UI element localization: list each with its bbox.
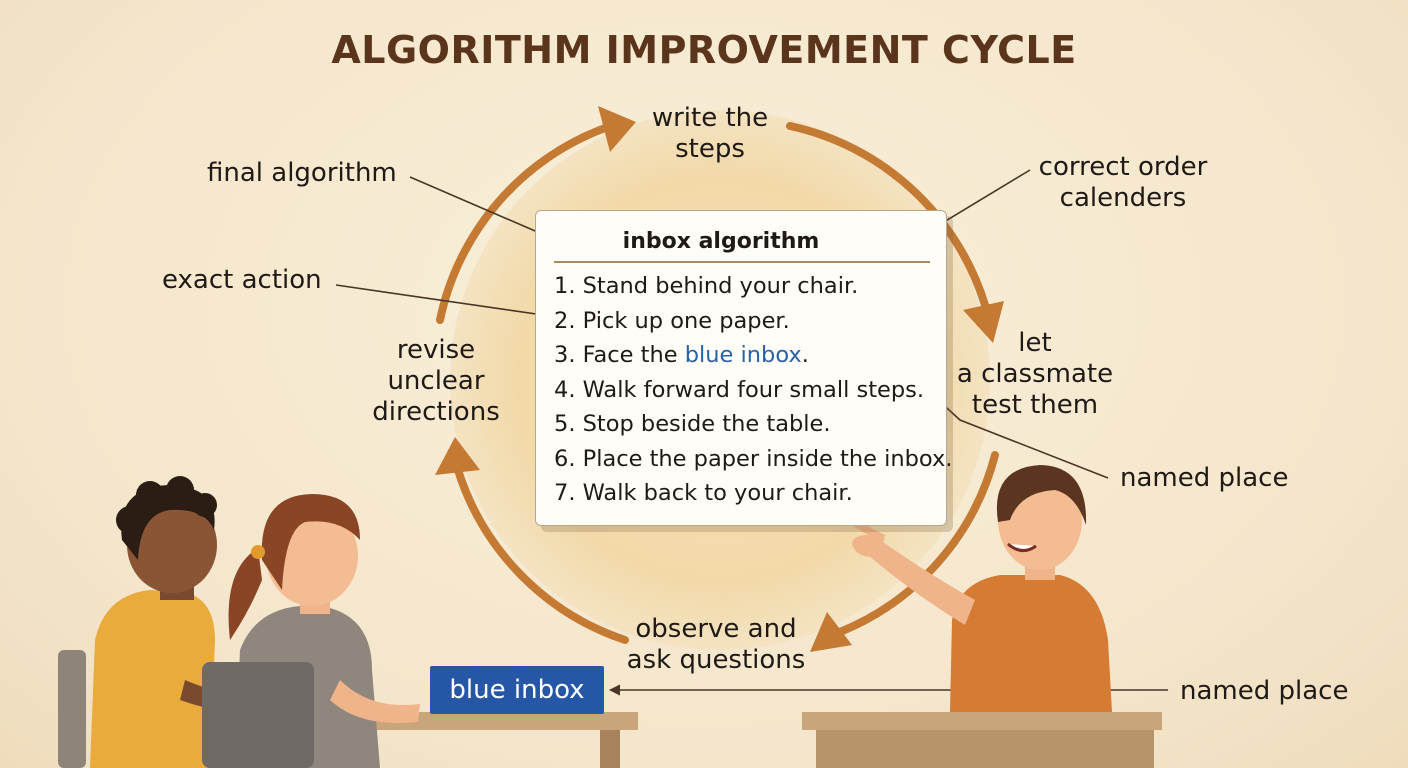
cycle-label-write-steps: write the steps [640, 103, 780, 165]
chair-back [202, 662, 314, 768]
teacher [841, 465, 1112, 712]
cycle-arc-bottom-right [836, 451, 999, 636]
chair-back [58, 650, 86, 768]
callout-exact-action: exact action [162, 265, 322, 295]
right-table [802, 712, 1162, 768]
body [950, 575, 1112, 712]
list-item: 1. Stand behind your chair. [554, 269, 952, 304]
list-item: 2. Pick up one paper. [554, 304, 952, 339]
cycle-label-revise: revise unclear directions [366, 335, 506, 428]
step-text: 3. Face the [554, 342, 685, 368]
callout-final-algorithm: final algorithm [207, 158, 397, 188]
step-text: 6. Place the paper inside the inbox. [554, 445, 953, 472]
step-highlight: blue inbox [684, 342, 802, 368]
card-divider [554, 261, 930, 263]
cycle-arc-top-right [786, 122, 989, 309]
list-item: 6. Place the paper inside the inbox. [554, 442, 952, 477]
hair [261, 494, 360, 590]
step-list: 1. Stand behind your chair. 2. Pick up o… [554, 269, 952, 511]
label-line: let a classmate test them [956, 328, 1114, 420]
page-title: ALGORITHM IMPROVEMENT CYCLE [331, 28, 1077, 72]
curved-arrow-icon [435, 437, 480, 475]
cycle-arrowheads [435, 106, 1004, 652]
step-text: 7. Walk back to your chair. [554, 480, 853, 506]
label-line: write the steps [651, 103, 769, 164]
step-suffix: . [801, 342, 809, 368]
step-text: 2. Pick up one paper. [554, 307, 790, 334]
cycle-arrows [436, 122, 999, 644]
list-item: 5. Stop beside the table. [554, 407, 952, 442]
arm [330, 680, 420, 724]
ponytail [228, 548, 262, 640]
cycle-arc-top-left [436, 124, 609, 324]
cycle-label-test: let a classmate test them [950, 328, 1120, 421]
list-item: 4. Walk forward four small steps. [554, 373, 952, 408]
callout-named-place-bottom: named place [1180, 676, 1349, 706]
curved-arrow-icon [598, 106, 636, 152]
thin-arrow-icon [409, 176, 558, 242]
curved-arrow-icon [810, 612, 852, 652]
student-middle [202, 494, 420, 768]
hair [996, 465, 1087, 525]
callout-correct-order: correct order calenders [1030, 152, 1216, 214]
card-title: inbox algorithm [622, 229, 820, 254]
body [90, 590, 215, 768]
cycle-arc-bottom-left [454, 466, 629, 644]
curved-arrow-icon [963, 301, 1004, 343]
label-line: revise unclear directions [372, 335, 500, 427]
callout-named-place-top: named place [1120, 463, 1289, 493]
label-line: correct order calenders [1038, 152, 1208, 213]
algorithm-card: inbox algorithm 1. Stand behind your cha… [535, 210, 952, 526]
step-text: 4. Walk forward four small steps. [554, 376, 925, 403]
step-text: 1. Stand behind your chair. [554, 273, 859, 299]
list-item: 7. Walk back to your chair. [554, 476, 952, 511]
list-item: 3. Face the blue inbox. [554, 338, 952, 373]
label-line: observe and ask questions [626, 614, 806, 675]
arm [868, 540, 975, 625]
blue-inbox: blue inbox [430, 666, 604, 714]
step-text: 5. Stop beside the table. [554, 411, 831, 437]
cycle-label-observe: observe and ask questions [626, 614, 806, 676]
thin-arrow-icon [335, 284, 552, 321]
